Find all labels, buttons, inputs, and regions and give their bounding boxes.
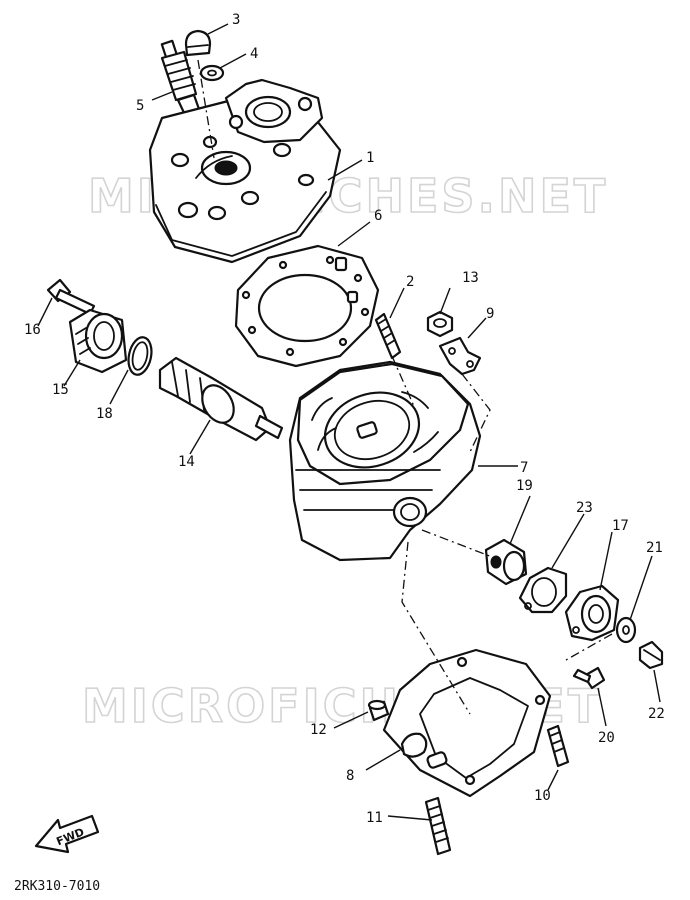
- part-label-6: 6: [374, 208, 382, 224]
- part-label-9: 9: [486, 306, 494, 322]
- o-ring-18: [127, 336, 153, 376]
- part-label-14: 14: [178, 454, 195, 470]
- assembly-line-exhaust: [421, 529, 501, 561]
- part-label-8: 8: [346, 768, 354, 784]
- part-label-23: 23: [576, 500, 593, 516]
- assembly-line-base: [401, 541, 471, 715]
- part-label-5: 5: [136, 98, 144, 114]
- screw-20: [572, 666, 606, 690]
- part-label-20: 20: [598, 730, 615, 746]
- nut-13: [426, 310, 454, 338]
- assembly-line-stud: [391, 355, 421, 421]
- part-label-3: 3: [232, 12, 240, 28]
- washer-21: [615, 616, 637, 644]
- assembly-line-bracket: [461, 373, 491, 453]
- base-gasket: [382, 648, 552, 798]
- part-label-17: 17: [612, 518, 629, 534]
- head-gasket: [234, 244, 380, 368]
- gasket-23: [518, 566, 568, 614]
- cover-17: [564, 584, 620, 642]
- fwd-arrow-icon: FWD: [34, 814, 100, 854]
- stud-bolt-11: [424, 796, 452, 856]
- dowel-pin-12: [367, 699, 390, 722]
- assembly-line-head: [197, 59, 215, 159]
- stud-bolt-10: [546, 724, 570, 768]
- bolt-22: [638, 640, 664, 670]
- cylinder-head: [148, 78, 342, 264]
- leader-lines: [37, 23, 661, 821]
- part-label-11: 11: [366, 810, 383, 826]
- assembly-line-cover: [565, 633, 613, 661]
- part-label-1: 1: [366, 150, 374, 166]
- part-label-21: 21: [646, 540, 663, 556]
- part-label-18: 18: [96, 406, 113, 422]
- part-label-22: 22: [648, 706, 665, 722]
- part-label-4: 4: [250, 46, 258, 62]
- part-label-10: 10: [534, 788, 551, 804]
- reed-valve-14: [158, 356, 284, 442]
- part-label-16: 16: [24, 322, 41, 338]
- cap-nut: [184, 29, 212, 57]
- cylinder: [288, 360, 482, 562]
- diagram-code: 2RK310-7010: [14, 879, 100, 894]
- part-label-19: 19: [516, 478, 533, 494]
- washer-4: [199, 64, 225, 82]
- stud-bolt-2: [374, 312, 402, 360]
- fitting-19: [484, 538, 528, 586]
- part-label-15: 15: [52, 382, 69, 398]
- part-label-12: 12: [310, 722, 327, 738]
- bracket-9: [438, 336, 482, 376]
- part-label-2: 2: [406, 274, 414, 290]
- rubber-joint-15: [68, 308, 128, 374]
- part-label-7: 7: [520, 460, 528, 476]
- part-label-13: 13: [462, 270, 479, 286]
- bolt-16: [46, 278, 96, 316]
